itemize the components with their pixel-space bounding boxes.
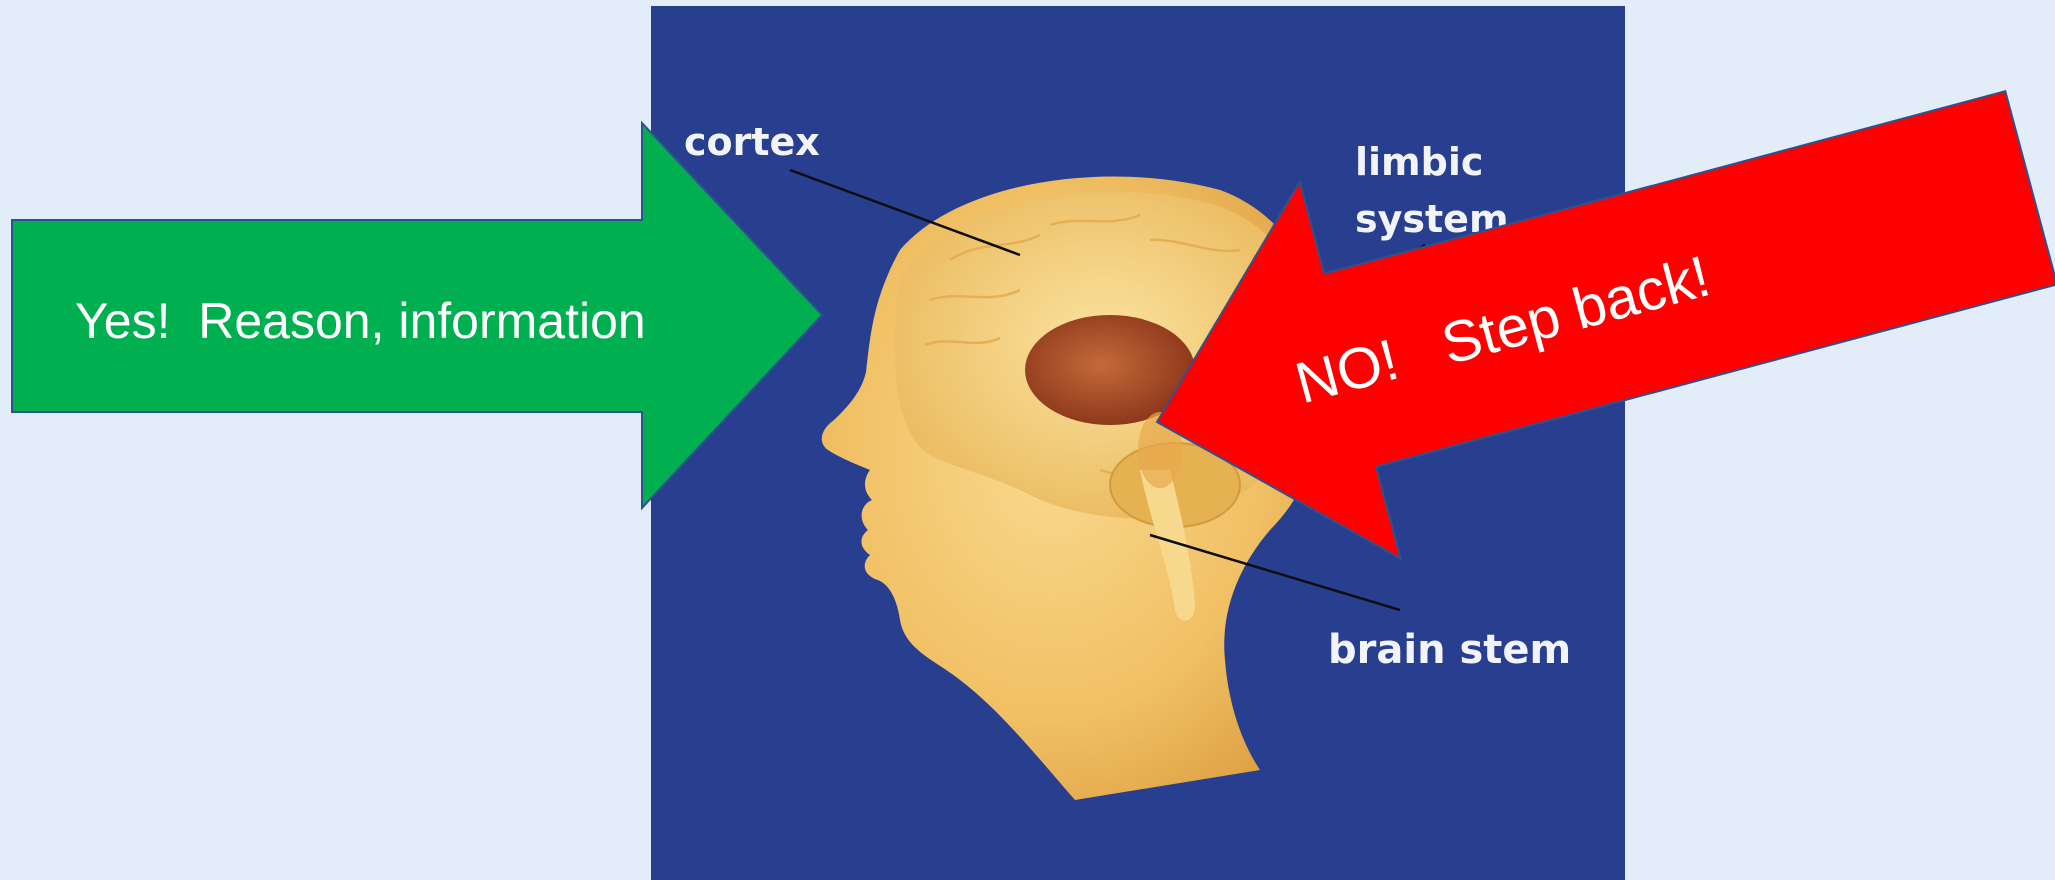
- brain-stem-label: brain stem: [1328, 627, 1571, 673]
- limbic-label-line1: limbic: [1355, 140, 1483, 184]
- green-arrow-text: Yes! Reason, information: [75, 293, 646, 349]
- cortex-label: cortex: [684, 120, 820, 164]
